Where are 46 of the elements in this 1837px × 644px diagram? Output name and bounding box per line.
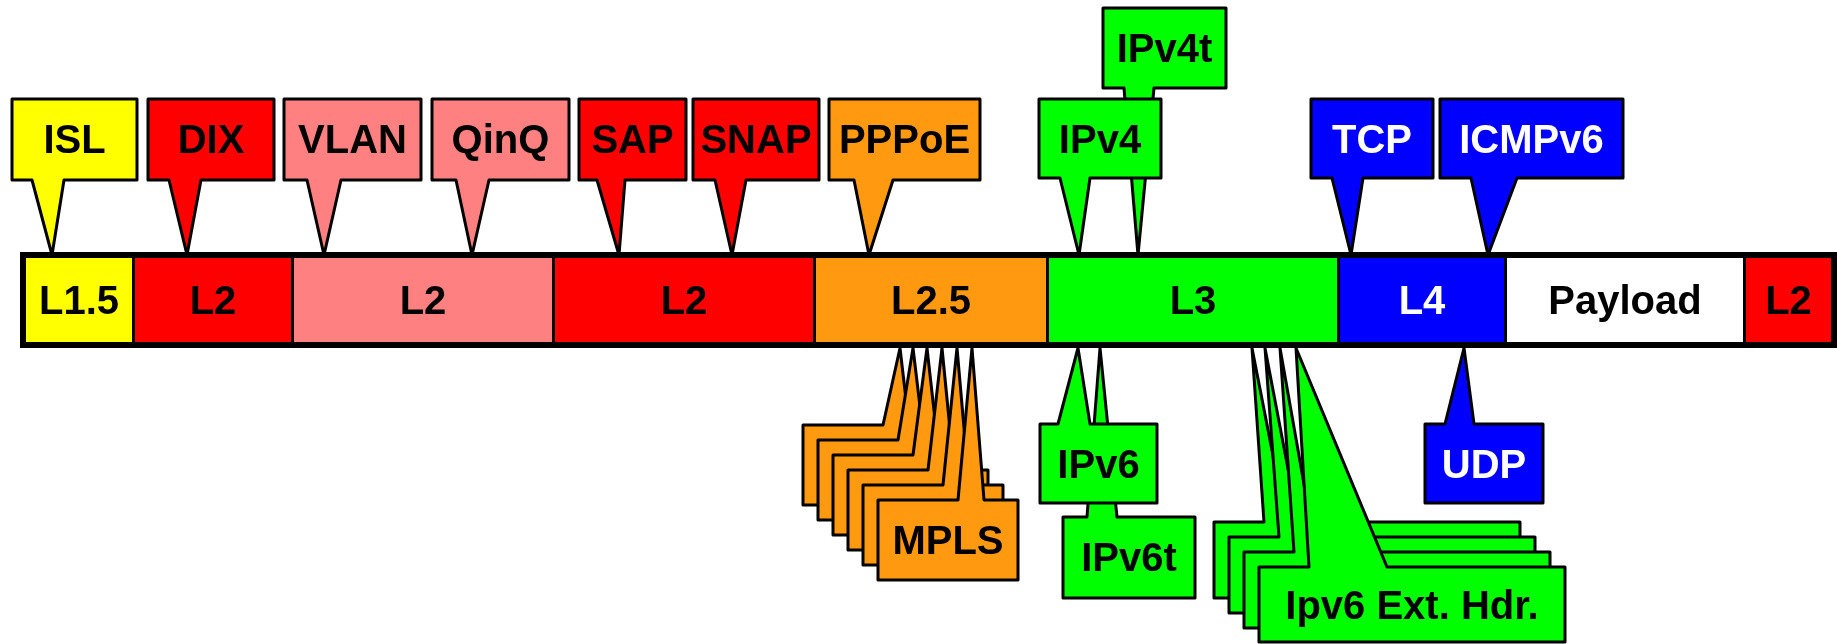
protocol-label: Ipv6 Ext. Hdr. (1284, 581, 1540, 629)
callout-box (579, 99, 686, 255)
protocol-label: ICMPv6 (1458, 115, 1605, 163)
layer-label: L3 (1169, 280, 1217, 320)
header-segment (291, 258, 552, 342)
protocol-label: IPv6 (1056, 440, 1141, 488)
callout-box (12, 99, 137, 255)
callout-box (1425, 348, 1543, 503)
callout-box (284, 99, 421, 255)
callout-box (829, 99, 980, 255)
header-segment (552, 258, 813, 342)
protocol-label: SNAP (699, 116, 813, 163)
protocol-label: SAP (590, 116, 675, 163)
protocol-label: IPv4t (1115, 25, 1214, 72)
protocol-label: IPv6t (1080, 534, 1178, 581)
protocol-label: QinQ (450, 116, 551, 163)
callout-box (432, 99, 569, 255)
protocol-label: IPv4 (1057, 115, 1143, 163)
protocol-label: MPLS (891, 517, 1005, 564)
layer-label: L2 (399, 280, 447, 320)
protocol-label: PPPoE (837, 116, 972, 163)
protocol-label: UDP (1440, 440, 1528, 488)
protocol-label: TCP (1331, 115, 1413, 163)
protocol-label: DIX (176, 116, 246, 163)
layer-label: L1.5 (38, 280, 119, 320)
protocol-label: VLAN (297, 116, 408, 163)
layer-label: L2 (1765, 280, 1812, 320)
header-segment (1046, 258, 1337, 342)
header-segment (26, 258, 132, 342)
callout-box (1040, 348, 1157, 503)
header-segment (1337, 258, 1504, 342)
stacked-callout-box (803, 348, 1018, 580)
callout-box (1039, 99, 1161, 255)
layer-label: L2 (660, 280, 708, 320)
callout-box (1311, 99, 1433, 255)
callout-box (1440, 99, 1623, 255)
callout-box (693, 99, 819, 255)
header-segment (1743, 258, 1831, 342)
header-segment (132, 258, 291, 342)
layer-label: L4 (1398, 280, 1446, 320)
header-segment (813, 258, 1046, 342)
layer-label: L2 (189, 280, 237, 320)
protocol-label: ISL (42, 116, 107, 163)
callout-box (148, 99, 274, 255)
layer-label: Payload (1548, 280, 1702, 320)
layer-label: L2.5 (890, 280, 971, 320)
